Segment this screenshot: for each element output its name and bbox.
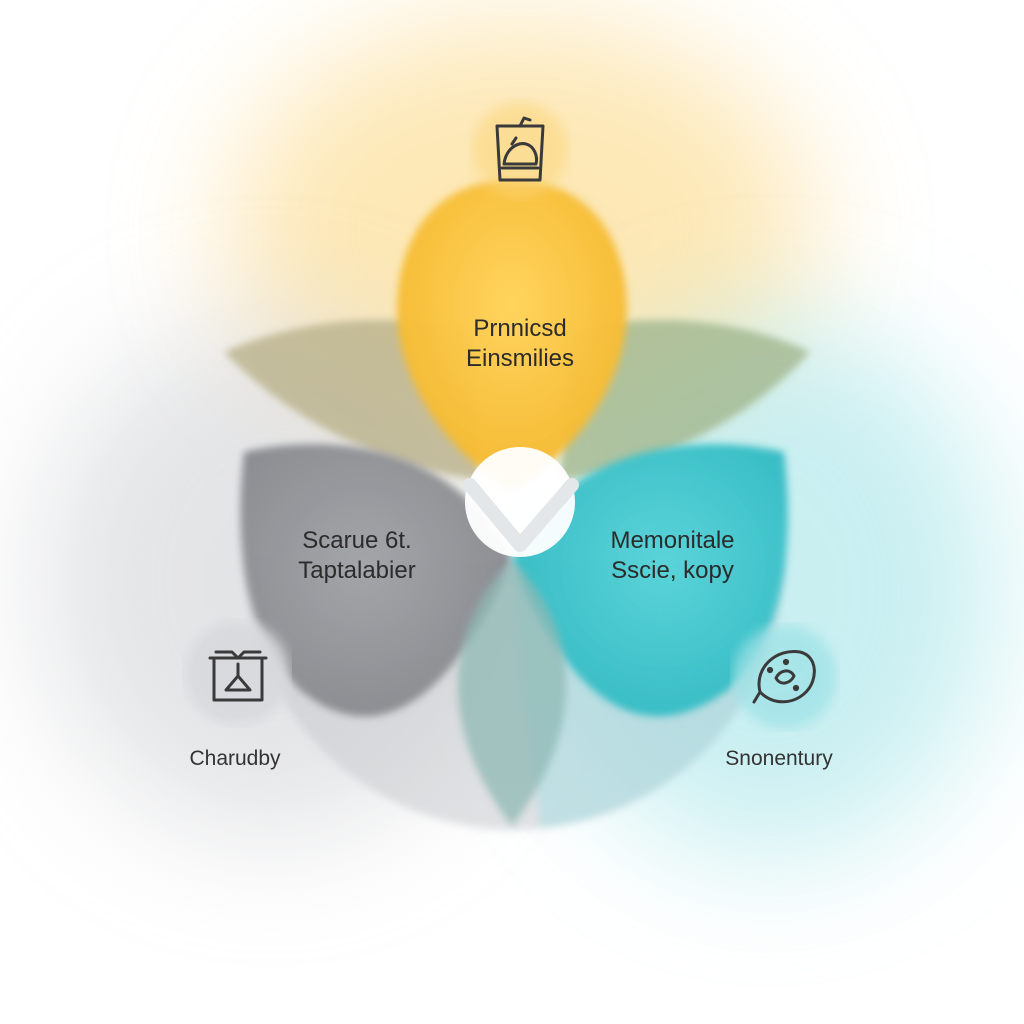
package-icon: [208, 650, 268, 702]
caption-right: Snonentury: [725, 747, 833, 770]
segment-right: [512, 444, 788, 717]
segment-left-label-line2: Taptalabier: [298, 557, 416, 584]
segment-left-label-line1: Scarue 6t.: [302, 527, 412, 554]
segment-left-label: Scarue 6t. Taptalabier: [252, 526, 462, 586]
caption-left: Charudby: [189, 747, 281, 770]
segment-top: [397, 180, 627, 490]
food-box-icon: [495, 116, 545, 182]
top-icon-badge: [468, 98, 572, 202]
leaf-icon: [752, 650, 816, 704]
right-icon-badge: [730, 622, 840, 732]
center-check: [463, 447, 579, 557]
left-icon-badge: [182, 618, 292, 728]
segment-top-label-line1: Prnnicsd: [473, 315, 567, 342]
segment-top-label-line2: Einsmilies: [465, 345, 575, 372]
petal-right-upper: [560, 320, 810, 480]
segment-right-label-line1: Memonitale: [610, 527, 735, 554]
segment-right-label-line2: Sscie, kopy: [611, 557, 734, 584]
segment-top-label: Prnnicsd Einsmilies: [410, 314, 630, 374]
petal-bottom: [457, 560, 567, 826]
segment-right-label: Memonitale Sscie, kopy: [565, 526, 780, 586]
checkmark-icon: [463, 478, 579, 552]
segment-left: [240, 444, 513, 717]
